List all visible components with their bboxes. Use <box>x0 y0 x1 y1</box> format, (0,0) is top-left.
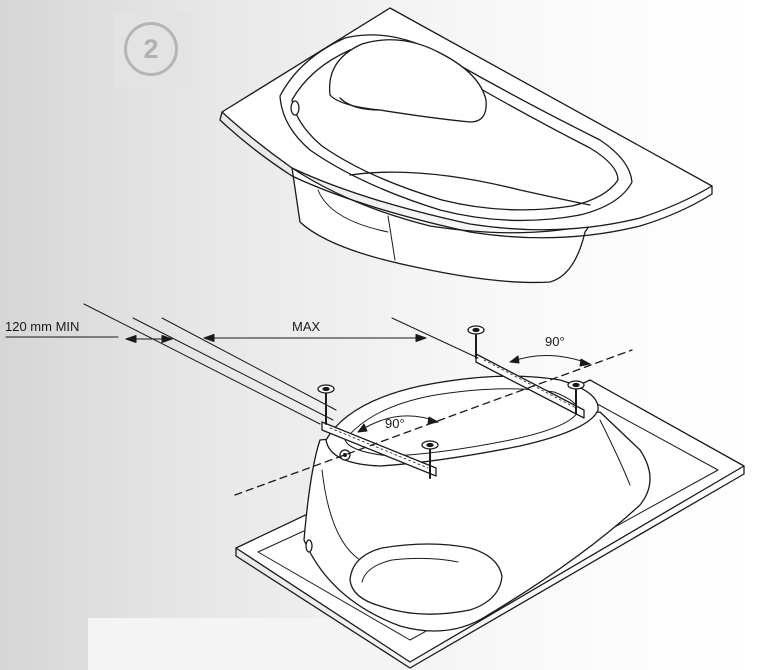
min-arrow <box>125 335 173 343</box>
angle-arc-right <box>509 355 591 367</box>
adjustable-foot-2 <box>421 440 439 479</box>
bathtub-inverted-view <box>235 375 745 669</box>
adjustable-foot-4 <box>567 380 585 415</box>
angle-arc-left <box>357 415 439 433</box>
adjustable-foot-3 <box>467 325 485 359</box>
min-distance-label: 120 mm MIN <box>5 319 80 334</box>
step-badge: 2 <box>114 13 192 87</box>
max-distance-label: MAX <box>292 319 321 334</box>
max-arrow <box>203 334 427 342</box>
angle-label-left: 90° <box>385 416 405 431</box>
support-rail-left <box>321 421 437 477</box>
adjustable-foot-1 <box>317 384 335 425</box>
bathtub-top-view <box>219 7 713 284</box>
step-number: 2 <box>124 22 178 76</box>
dimension-extension-lines <box>5 303 479 425</box>
angle-label-right: 90° <box>545 334 565 349</box>
support-rail-right <box>475 353 585 419</box>
